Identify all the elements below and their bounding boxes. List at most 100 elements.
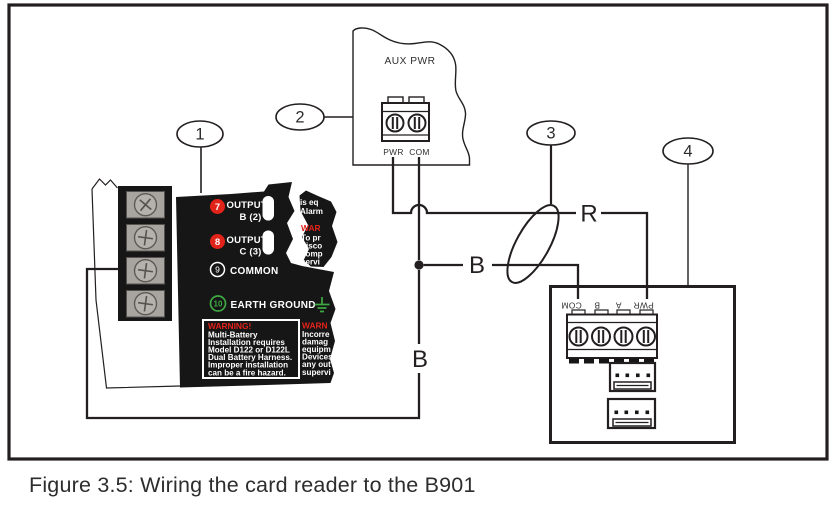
warning-box-border xyxy=(202,319,300,379)
callouts: 1 2 3 4 xyxy=(176,103,714,285)
common-label: COMMON xyxy=(230,266,278,277)
screw-terminal-icon xyxy=(568,326,589,347)
led-slot xyxy=(262,196,274,221)
warning-line: Devices xyxy=(302,353,333,362)
callout-4: 4 xyxy=(662,137,714,285)
panel-text-fragment-warning: WAR To pr disco comp servi xyxy=(301,223,323,267)
card-reader: COM B A PWR xyxy=(549,285,736,444)
warning-line: Incorre xyxy=(302,330,330,339)
fragment-line: servi xyxy=(301,258,320,267)
reader-pwr-label: PWR xyxy=(633,301,653,311)
pcb-edge-outline xyxy=(91,188,181,389)
callout-2-number: 2 xyxy=(295,109,304,127)
callout-3: 3 xyxy=(526,120,576,204)
warning-line: equipm xyxy=(302,345,331,354)
terminal-7-number: 7 xyxy=(215,202,220,213)
panel-torn-fragment xyxy=(299,190,338,267)
screw-terminal-icon xyxy=(126,290,165,318)
callout-3-number: 3 xyxy=(546,125,555,143)
callout-1-bubble xyxy=(176,120,224,148)
wiring: R B B xyxy=(85,157,649,420)
earth-ground-icon xyxy=(314,297,330,313)
fragment-line: Alarm xyxy=(300,207,323,216)
warning-line: supervi xyxy=(302,368,331,377)
figure-caption: Figure 3.5: Wiring the card reader to th… xyxy=(29,473,476,497)
callout-3-bubble xyxy=(526,120,576,146)
fragment-line: is eq xyxy=(300,198,319,207)
wire-label-r: R xyxy=(580,201,597,228)
callout-2-bubble xyxy=(275,103,325,131)
screw-terminal-icon xyxy=(126,191,165,219)
output-b-row: 7 OUTPUT B (2) xyxy=(210,196,274,223)
reader-terminal-block xyxy=(566,309,658,364)
wire-b-horizontal xyxy=(423,263,580,299)
output-c-row: 8 OUTPUT C (3) xyxy=(210,230,274,258)
wire-label-b-vertical: B xyxy=(412,346,428,373)
screw-terminal-icon xyxy=(613,326,634,347)
connector-2 xyxy=(606,397,657,430)
warning-line: Model D122 or D122L xyxy=(208,346,290,355)
aux-terminal-block: PWR COM xyxy=(381,96,430,157)
screw-terminal-icon xyxy=(126,257,165,285)
callout-1-number: 1 xyxy=(195,126,204,144)
output-b-sub: B (2) xyxy=(239,212,261,223)
warning-line: damag xyxy=(302,337,328,346)
reader-terminal-labels: COM B A PWR xyxy=(561,301,653,311)
aux-com-label: COM xyxy=(409,147,429,157)
twisted-pair-ellipse xyxy=(506,204,560,284)
earth-ground-label: EARTH GROUND xyxy=(231,300,316,311)
terminal-10-badge xyxy=(209,295,227,312)
aux-title: AUX PWR xyxy=(384,56,435,67)
screw-terminal-icon xyxy=(385,113,405,133)
b901-panel: 7 OUTPUT B (2) 8 OUTPUT C (3) 9 COMMON 1… xyxy=(91,178,338,389)
wire-b-vertical xyxy=(85,157,421,420)
warning-box-1: WARNING! Multi-Battery Installation requ… xyxy=(202,319,300,379)
warning-heading: WARN xyxy=(302,321,328,331)
callout-4-number: 4 xyxy=(683,143,692,161)
fragment-line: disco xyxy=(301,242,322,251)
aux-power-supply: AUX PWR PWR COM xyxy=(352,27,471,166)
warning-line: Multi-Battery xyxy=(208,330,258,339)
terminal-9-badge xyxy=(209,261,226,278)
warning-line: Installation requires xyxy=(208,338,285,347)
earth-ground-row: 10 EARTH GROUND xyxy=(209,295,330,313)
connector-1 xyxy=(608,361,657,393)
fragment-line: To pr xyxy=(301,234,321,243)
led-slot xyxy=(262,230,274,255)
terminal-8-number: 8 xyxy=(215,237,220,248)
output-b-title: OUTPUT xyxy=(227,200,267,211)
warning-line: Dual Battery Harness. xyxy=(208,353,292,362)
terminal-7-badge xyxy=(210,199,225,214)
callout-1: 1 xyxy=(176,120,224,193)
screw-terminal-icon xyxy=(636,326,656,347)
connector-pins xyxy=(614,410,650,415)
screw-terminal-icon xyxy=(407,113,427,133)
terminal-8-badge xyxy=(210,234,225,249)
wire-label-b-horizontal: B xyxy=(469,252,485,279)
screw-terminal-icon xyxy=(126,224,165,252)
reader-b-label: B xyxy=(594,301,600,311)
fragment-warning-heading: WAR xyxy=(301,223,321,233)
common-row: 9 COMMON xyxy=(209,261,278,278)
reader-a-label: A xyxy=(615,301,621,311)
reader-block-serration xyxy=(569,358,654,364)
warning-line: Improper installation xyxy=(208,361,288,370)
wire-junction-dot xyxy=(414,260,424,270)
aux-pwr-label: PWR xyxy=(383,147,403,157)
reader-com-label: COM xyxy=(561,301,581,311)
output-c-title: OUTPUT xyxy=(227,235,267,246)
terminal-9-number: 9 xyxy=(215,265,220,275)
connector-pins xyxy=(615,373,651,378)
terminal-10-number: 10 xyxy=(214,300,223,309)
fragment-line: comp xyxy=(301,250,323,259)
warning-box-2: WARN Incorre damag equipm Devices any ou… xyxy=(302,321,333,377)
warning-line: can be a fire hazard. xyxy=(208,368,286,377)
panel-text-fragment-top: is eq Alarm xyxy=(300,198,323,216)
callout-2: 2 xyxy=(275,103,353,131)
warning-heading: WARNING! xyxy=(208,321,251,331)
callout-4-bubble xyxy=(662,137,714,165)
output-c-sub: C (3) xyxy=(239,247,261,258)
pcb-edge-outline xyxy=(91,178,118,190)
warning-line: any out xyxy=(302,360,331,369)
